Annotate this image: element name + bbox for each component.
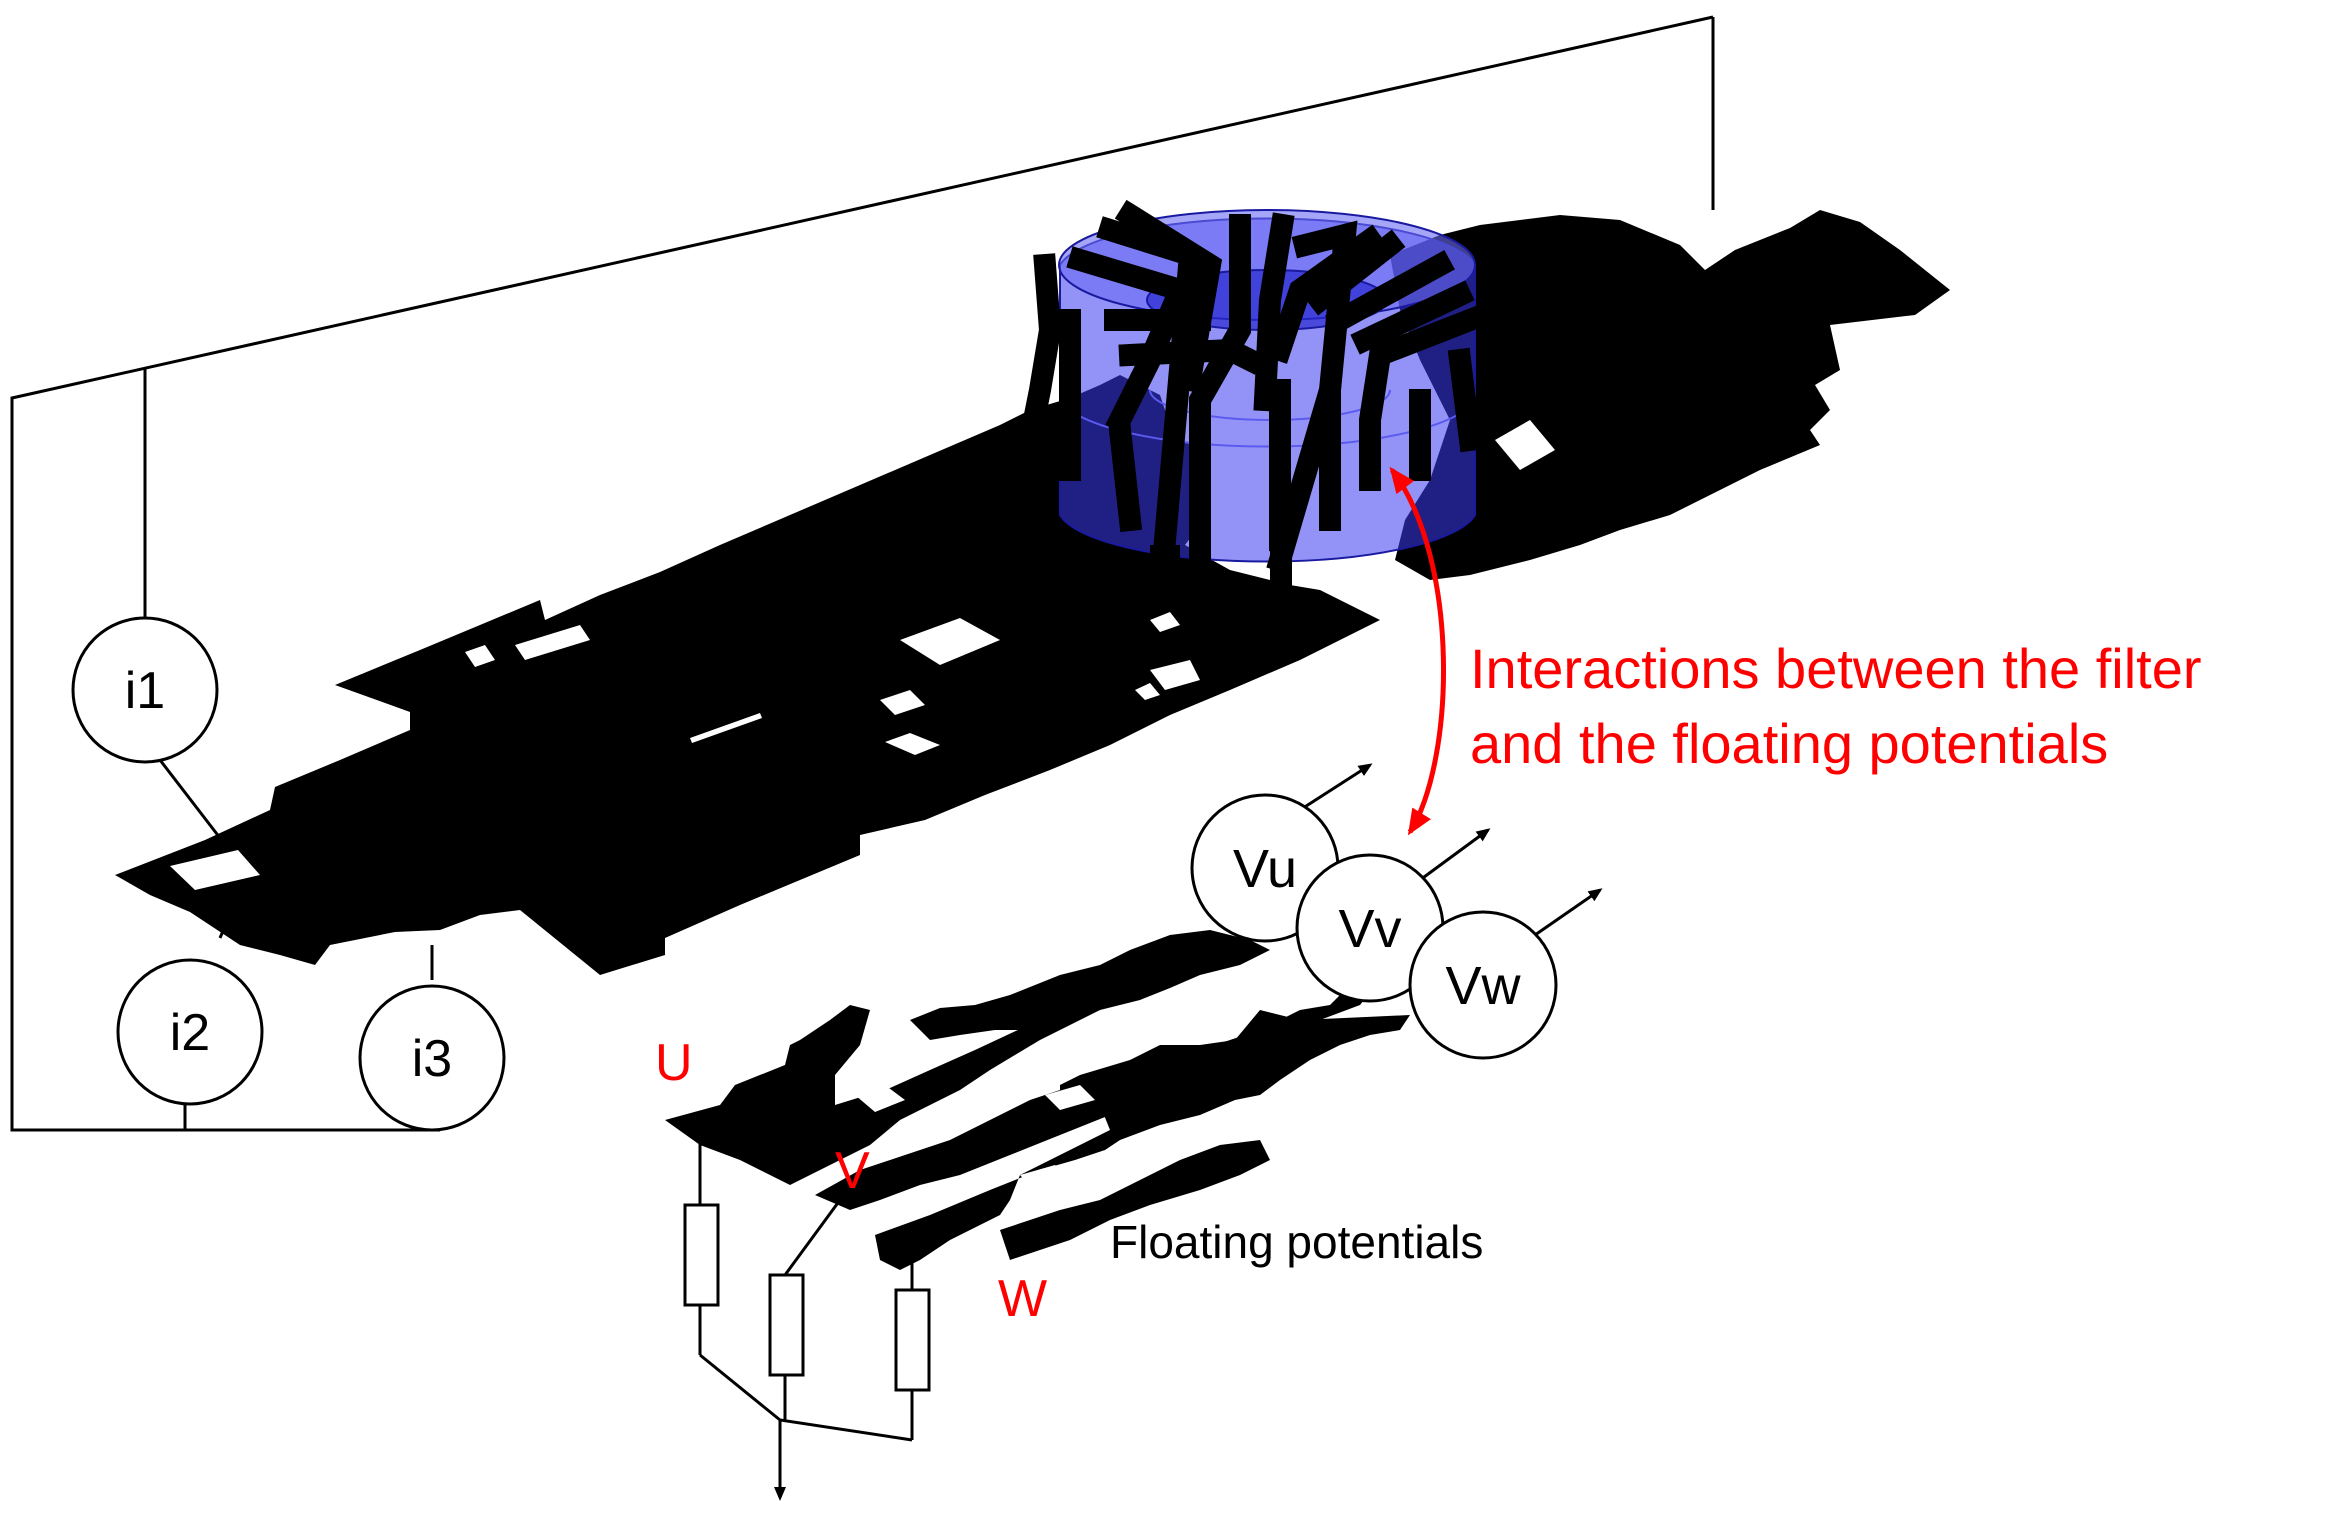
- pcb-cutout: [855, 1085, 905, 1112]
- probe-circle: [1408, 910, 1558, 1060]
- floating-pcb-cutouts: [855, 1085, 1095, 1192]
- toroid-windings: [1017, 199, 1485, 601]
- floating-pcb-phase-w: [875, 1010, 1410, 1270]
- floating-pcb-phase-u: [665, 990, 1140, 1185]
- toroid-filter: [1017, 199, 1485, 615]
- toroid-mid-edge: [1059, 399, 1476, 448]
- winding-turn: [1447, 347, 1483, 453]
- source-label-i1: i1: [125, 662, 165, 720]
- probe-arrow: [1534, 888, 1603, 937]
- winding-lead: [1270, 540, 1292, 590]
- winding-turn: [1107, 417, 1143, 533]
- annotation-line-1: Interactions between the filter: [1470, 637, 2202, 700]
- probe-vw: Vw: [1408, 888, 1603, 1060]
- pcb-cutout: [465, 645, 495, 667]
- pcb-cutout: [1495, 420, 1555, 470]
- floating-potentials-label: Floating potentials: [1110, 1216, 1483, 1268]
- interaction-arrow: [1389, 466, 1446, 836]
- winding-turn: [1017, 253, 1062, 453]
- source-circle: [358, 984, 506, 1132]
- pcb-cutout: [880, 690, 925, 715]
- resistor-w: [894, 1288, 931, 1392]
- probe-vv: Vv: [1295, 828, 1491, 1003]
- floating-pcb-lower-block: [1000, 1140, 1270, 1260]
- source-label-i3: i3: [412, 1030, 452, 1088]
- source-label-i2: i2: [170, 1004, 210, 1062]
- load-network: [683, 1140, 931, 1501]
- pcb-cutout: [1150, 660, 1200, 690]
- loop-wire-i1-bottom: [158, 759, 222, 839]
- winding-turn: [1325, 250, 1455, 335]
- pcb-cutouts: [170, 420, 1555, 890]
- resistor-v: [768, 1273, 805, 1377]
- probe-label-vw: Vw: [1445, 956, 1521, 1016]
- annotation-line-2: and the floating potentials: [1470, 712, 2108, 775]
- resistor-v-lead-top: [783, 1199, 842, 1276]
- pcb-cutout: [1045, 1085, 1095, 1110]
- winding-turn: [1118, 338, 1265, 375]
- pcb-slot: [690, 713, 762, 743]
- winding-turn: [1266, 224, 1386, 364]
- pcb-cutout: [900, 618, 1000, 665]
- probe-label-vu: Vu: [1233, 839, 1297, 899]
- source-circle: [116, 958, 264, 1106]
- current-source-i2: i2: [116, 958, 264, 1106]
- filter-pcb-body: [115, 375, 1380, 975]
- probe-arrow: [1419, 828, 1491, 882]
- pcb-cutout: [1135, 683, 1160, 700]
- filter-pcb-right-section: [1390, 210, 1950, 580]
- winding-turn: [1253, 212, 1295, 412]
- current-source-i3: i3: [358, 984, 506, 1132]
- pcb-cutout: [515, 625, 590, 660]
- winding-turn: [1359, 305, 1485, 491]
- winding-lead: [1150, 545, 1180, 575]
- floating-pcb-top-trace: [910, 930, 1270, 1040]
- winding-turn: [1350, 280, 1475, 355]
- phase-label-v: V: [835, 1142, 870, 1200]
- probe-arrow: [1299, 763, 1373, 812]
- pcb-cutout: [1020, 1165, 1070, 1192]
- star-point-wiring: [699, 1353, 913, 1442]
- phase-label-u: U: [655, 1034, 693, 1092]
- winding-turn: [1304, 229, 1406, 316]
- loop-wire-outer: [10, 15, 1714, 1132]
- floating-pcb: [665, 930, 1410, 1270]
- filter-pcb: [115, 210, 1950, 975]
- winding-leads: [1150, 540, 1292, 615]
- phase-label-w: W: [998, 1270, 1047, 1328]
- current-source-i1: i1: [71, 616, 219, 764]
- pcb-cutout: [885, 733, 940, 755]
- pcb-cutout: [170, 850, 260, 890]
- resistor-u: [683, 1203, 720, 1307]
- probe-label-vv: Vv: [1338, 899, 1401, 959]
- winding-turn: [1189, 214, 1251, 601]
- source-circle: [71, 616, 219, 764]
- pcb-cutout: [1150, 612, 1180, 632]
- winding-lead: [1190, 590, 1215, 615]
